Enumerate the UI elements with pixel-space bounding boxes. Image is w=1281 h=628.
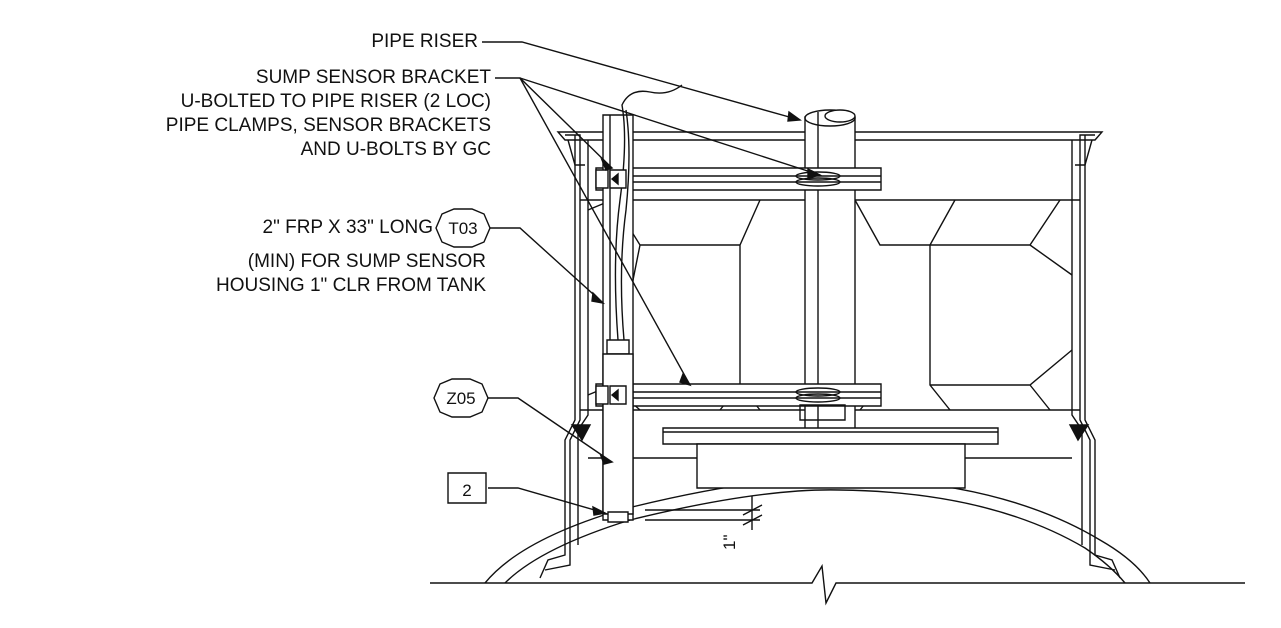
- note-sump-sensor-bracket: SUMP SENSOR BRACKET U-BOLTED TO PIPE RIS…: [165, 67, 491, 160]
- hex-tag-t03: [436, 209, 490, 247]
- tank-inner-arc: [505, 490, 1125, 583]
- leader-box-2: [488, 488, 605, 513]
- svg-text:2: 2: [462, 481, 471, 500]
- note-frp-housing: 2" FRP X 33" LONG: [262, 217, 433, 238]
- tank-collar: [697, 444, 965, 488]
- svg-text:T03: T03: [448, 219, 477, 238]
- hex-tag-z05: [434, 379, 488, 417]
- lower-bracket-rail: [596, 384, 881, 406]
- sensor-cable: [615, 85, 682, 340]
- note-frp-housing-cont: (MIN) FOR SUMP SENSOR HOUSING 1" CLR FRO…: [216, 251, 486, 296]
- note-pipe-riser: PIPE RISER: [371, 31, 478, 52]
- grade-line: [430, 566, 1245, 603]
- base-plate: [663, 428, 998, 444]
- leader-sump-bracket: [495, 78, 612, 168]
- box-tag-2: [448, 473, 486, 503]
- svg-text:Z05: Z05: [446, 389, 475, 408]
- pipe-riser: [805, 117, 855, 430]
- leader-pipe-riser: [482, 42, 800, 120]
- sump-top-flange: [558, 132, 1102, 140]
- leader-z05: [485, 398, 612, 462]
- leader-frp-housing: [487, 228, 603, 303]
- clearance-dim-text: 1": [720, 535, 739, 551]
- upper-bracket-rail: [596, 168, 881, 190]
